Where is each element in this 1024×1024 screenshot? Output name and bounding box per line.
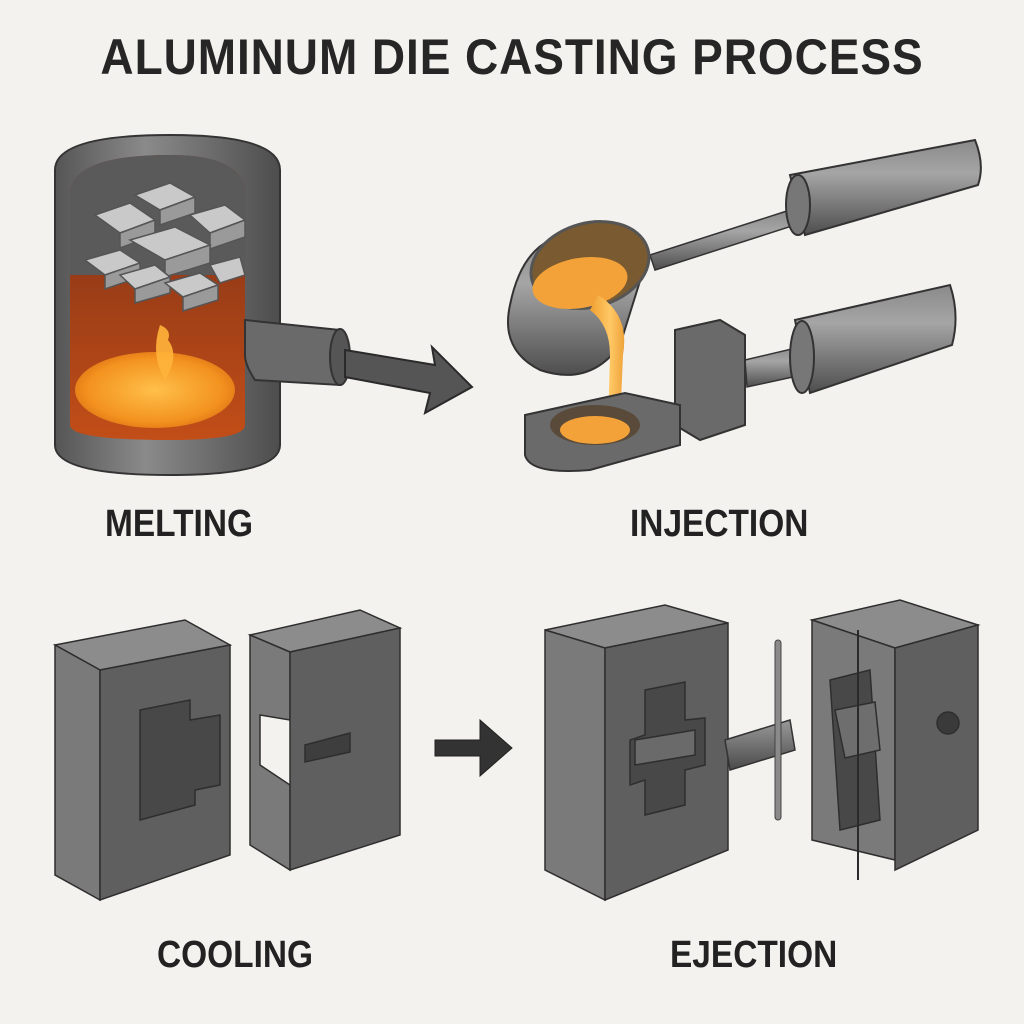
aluminum-ingots [83, 182, 247, 313]
step-label-ejection: EJECTION [670, 934, 838, 976]
die-half-moving [809, 599, 981, 880]
step-label-melting: MELTING [105, 503, 253, 545]
flame-icon [156, 325, 174, 380]
step-label-cooling: COOLING [157, 934, 314, 976]
ejector-rod [724, 639, 796, 821]
die-half-left [52, 619, 233, 902]
outlet-spout [244, 318, 351, 387]
page-title: ALUMINUM DIE CASTING PROCESS [100, 29, 924, 85]
arrow-right-icon [434, 718, 513, 778]
cooling-illustration [52, 609, 513, 902]
ejector-pin [774, 639, 782, 821]
upper-plunger [649, 138, 982, 271]
shot-sleeve [524, 318, 746, 472]
die-half-right [247, 609, 403, 872]
molten-pool [75, 352, 235, 428]
die-half-fixed [544, 604, 729, 902]
ejection-illustration [544, 599, 981, 902]
lower-plunger [744, 283, 957, 395]
arrow-right-icon [344, 344, 474, 415]
step-label-injection: INJECTION [630, 503, 809, 545]
injection-illustration [507, 138, 982, 472]
bolt-hole [936, 711, 960, 735]
melting-illustration [54, 133, 474, 477]
